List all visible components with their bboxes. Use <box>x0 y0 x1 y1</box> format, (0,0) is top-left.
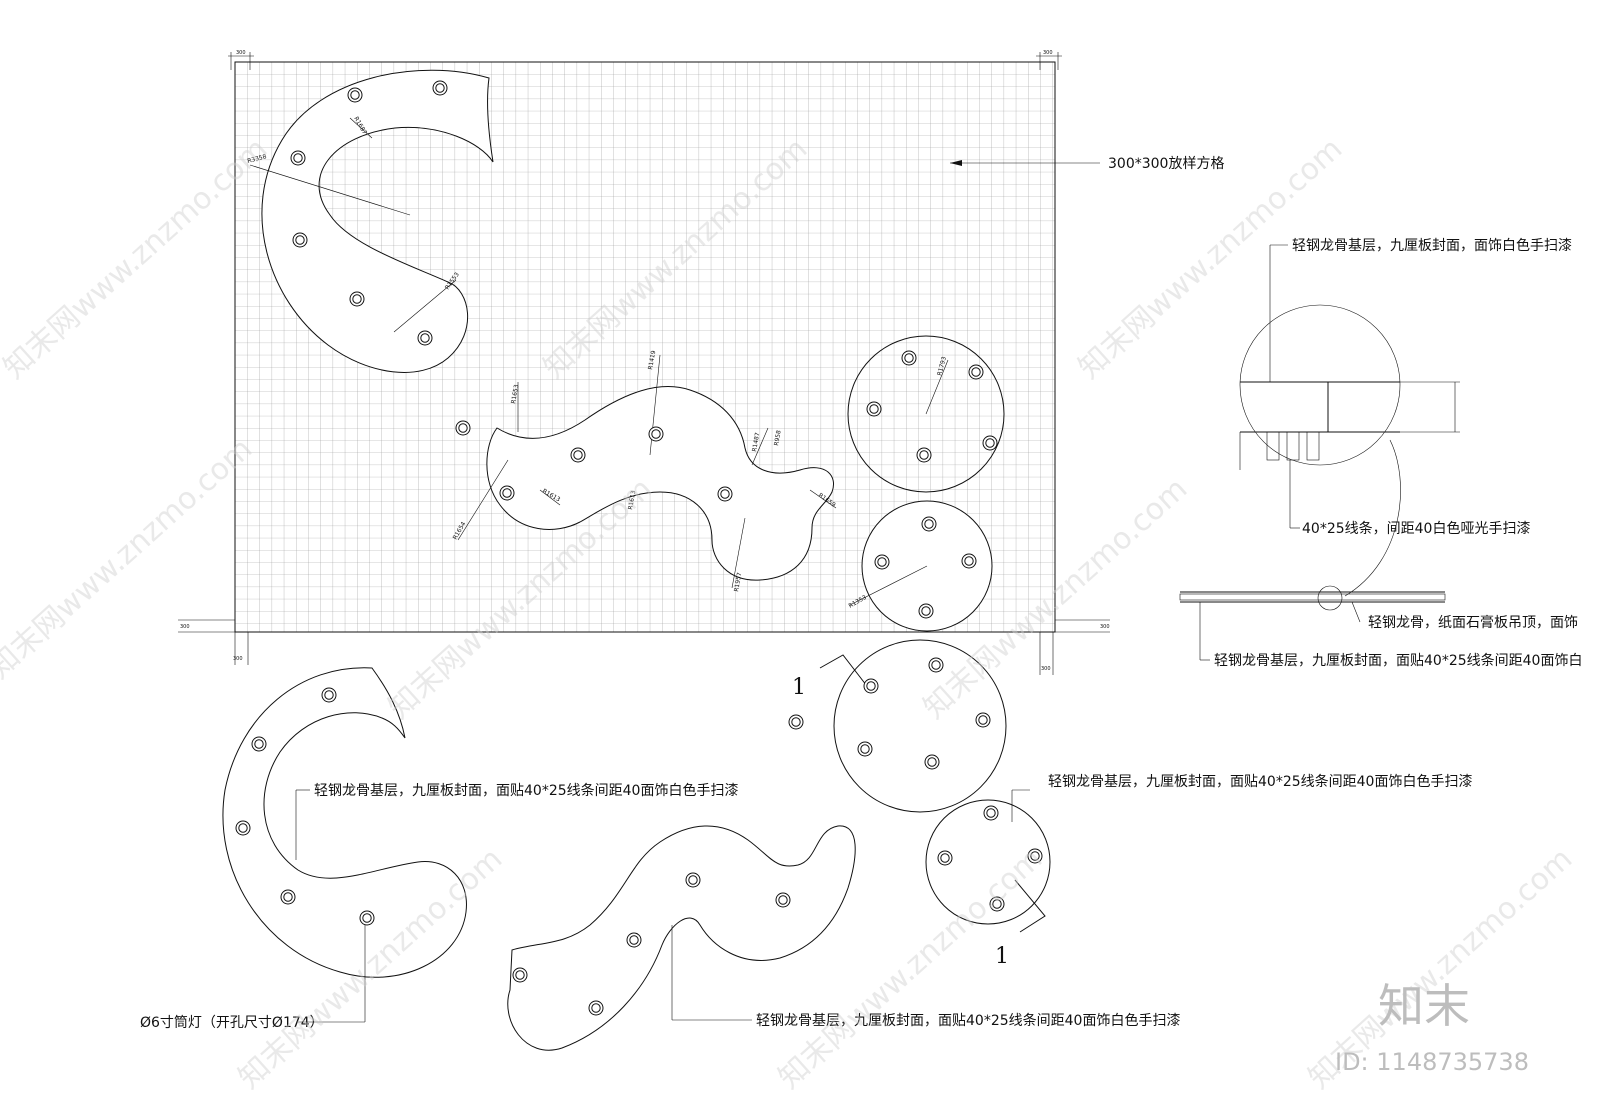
downlights-plan <box>235 657 1043 1016</box>
detail-note-gypsum: 轻钢龙骨，纸面石膏板吊顶，面饰 <box>1368 614 1578 631</box>
circle-panels-plan: 1 1 轻钢龙骨基层，九厘板封面，面贴40*25线条间距40面饰白色手扫漆 <box>792 639 1472 969</box>
downlight-icon <box>432 80 448 96</box>
downlight-icon <box>292 232 308 248</box>
detail-note-top: 轻钢龙骨基层，九厘板封面，面饰白色手扫漆 <box>1292 237 1572 254</box>
downlight-icon <box>916 447 932 463</box>
downlight-icon <box>359 910 375 926</box>
dim-left: 300 <box>180 624 190 630</box>
dim-right: 300 <box>1100 624 1110 630</box>
downlight-icon <box>983 805 999 821</box>
dim-top-left: 300 <box>236 50 246 56</box>
downlight-note: Ø6寸筒灯（开孔尺寸Ø174） <box>140 1014 324 1031</box>
detail-note-battens: 40*25线条，间距40白色哑光手扫漆 <box>1302 520 1530 537</box>
downlight-icon <box>499 485 515 501</box>
wave-panel-plan: 轻钢龙骨基层，九厘板封面，面贴40*25线条间距40面饰白色手扫漆 <box>507 825 1180 1051</box>
section-detail: 轻钢龙骨基层，九厘板封面，面饰白色手扫漆 40*25线条，间距40白色哑光手扫漆… <box>1179 237 1582 669</box>
downlight-icon <box>921 516 937 532</box>
downlight-icon <box>928 657 944 673</box>
downlight-icon <box>417 330 433 346</box>
dim-bottom-right: 300 <box>1041 666 1051 672</box>
downlight-icon <box>347 87 363 103</box>
radius-label: R958 <box>773 430 783 447</box>
arrow-icon <box>950 160 962 166</box>
watermark-id: ID: 1148735738 <box>1335 1048 1529 1076</box>
downlight-icon <box>788 714 804 730</box>
downlight-icon <box>775 892 791 908</box>
downlight-icon <box>975 712 991 728</box>
detail-note-bottom: 轻钢龙骨基层，九厘板封面，面贴40*25线条间距40面饰白 <box>1214 652 1582 669</box>
dim-bottom-left: 300 <box>233 656 243 662</box>
section-mark: 1 <box>995 944 1009 969</box>
downlight-icon <box>961 553 977 569</box>
radius-label: R1957 <box>733 572 743 593</box>
radius-label: R1653 <box>510 384 520 405</box>
section-mark: 1 <box>792 675 806 700</box>
downlight-icon <box>857 741 873 757</box>
downlight-icon <box>290 150 306 166</box>
grid-dimensions: 300 300 300 300 300 300 <box>178 50 1110 675</box>
grid-note: 300*300放样方格 <box>1108 156 1224 172</box>
downlight-icon <box>982 435 998 451</box>
watermark-logo: 知末 <box>1378 979 1470 1033</box>
radius-label: R1419 <box>647 350 657 371</box>
downlight-icon <box>918 603 934 619</box>
watermark-text: 知末网www.znzmo.com <box>0 431 259 686</box>
radius-label: R3358 <box>247 153 268 165</box>
downlight-icon <box>648 426 664 442</box>
c-panel-plan: 轻钢龙骨基层，九厘板封面，面贴40*25线条间距40面饰白色手扫漆 Ø6寸筒灯（… <box>140 667 738 1031</box>
plan-note-wave: 轻钢龙骨基层，九厘板封面，面贴40*25线条间距40面饰白色手扫漆 <box>756 1012 1180 1029</box>
downlight-icon <box>968 364 984 380</box>
radius-label: R1793 <box>936 356 948 377</box>
downlight-icon <box>901 350 917 366</box>
downlight-icon <box>924 754 940 770</box>
downlight-icon <box>570 447 586 463</box>
downlight-icon <box>685 872 701 888</box>
downlight-icon <box>512 967 528 983</box>
downlight-icon <box>937 850 953 866</box>
downlight-icon <box>717 486 733 502</box>
watermark-text: 知末网www.znzmo.com <box>232 841 509 1096</box>
downlight-icon <box>251 736 267 752</box>
circle-panels-grid: R1793 R1353 <box>847 335 1005 632</box>
downlight-icon <box>989 896 1005 912</box>
radius-label: R1487 <box>751 432 761 453</box>
plan-note-c: 轻钢龙骨基层，九厘板封面，面贴40*25线条间距40面饰白色手扫漆 <box>314 782 738 799</box>
watermark-text: 知末网www.znzmo.com <box>0 131 274 386</box>
downlight-icon <box>455 420 471 436</box>
plan-note-circle: 轻钢龙骨基层，九厘板封面，面贴40*25线条间距40面饰白色手扫漆 <box>1048 773 1472 790</box>
downlights-grid <box>290 80 998 619</box>
downlight-icon <box>349 291 365 307</box>
downlight-icon <box>588 1000 604 1016</box>
downlight-icon <box>321 687 337 703</box>
downlight-icon <box>866 401 882 417</box>
downlight-icon <box>874 554 890 570</box>
downlight-icon <box>235 820 251 836</box>
downlight-icon <box>863 678 879 694</box>
downlight-icon <box>626 932 642 948</box>
dim-top-right: 300 <box>1043 50 1053 56</box>
downlight-icon <box>1027 848 1043 864</box>
radius-label: R1613 <box>627 490 637 511</box>
downlight-icon <box>280 889 296 905</box>
